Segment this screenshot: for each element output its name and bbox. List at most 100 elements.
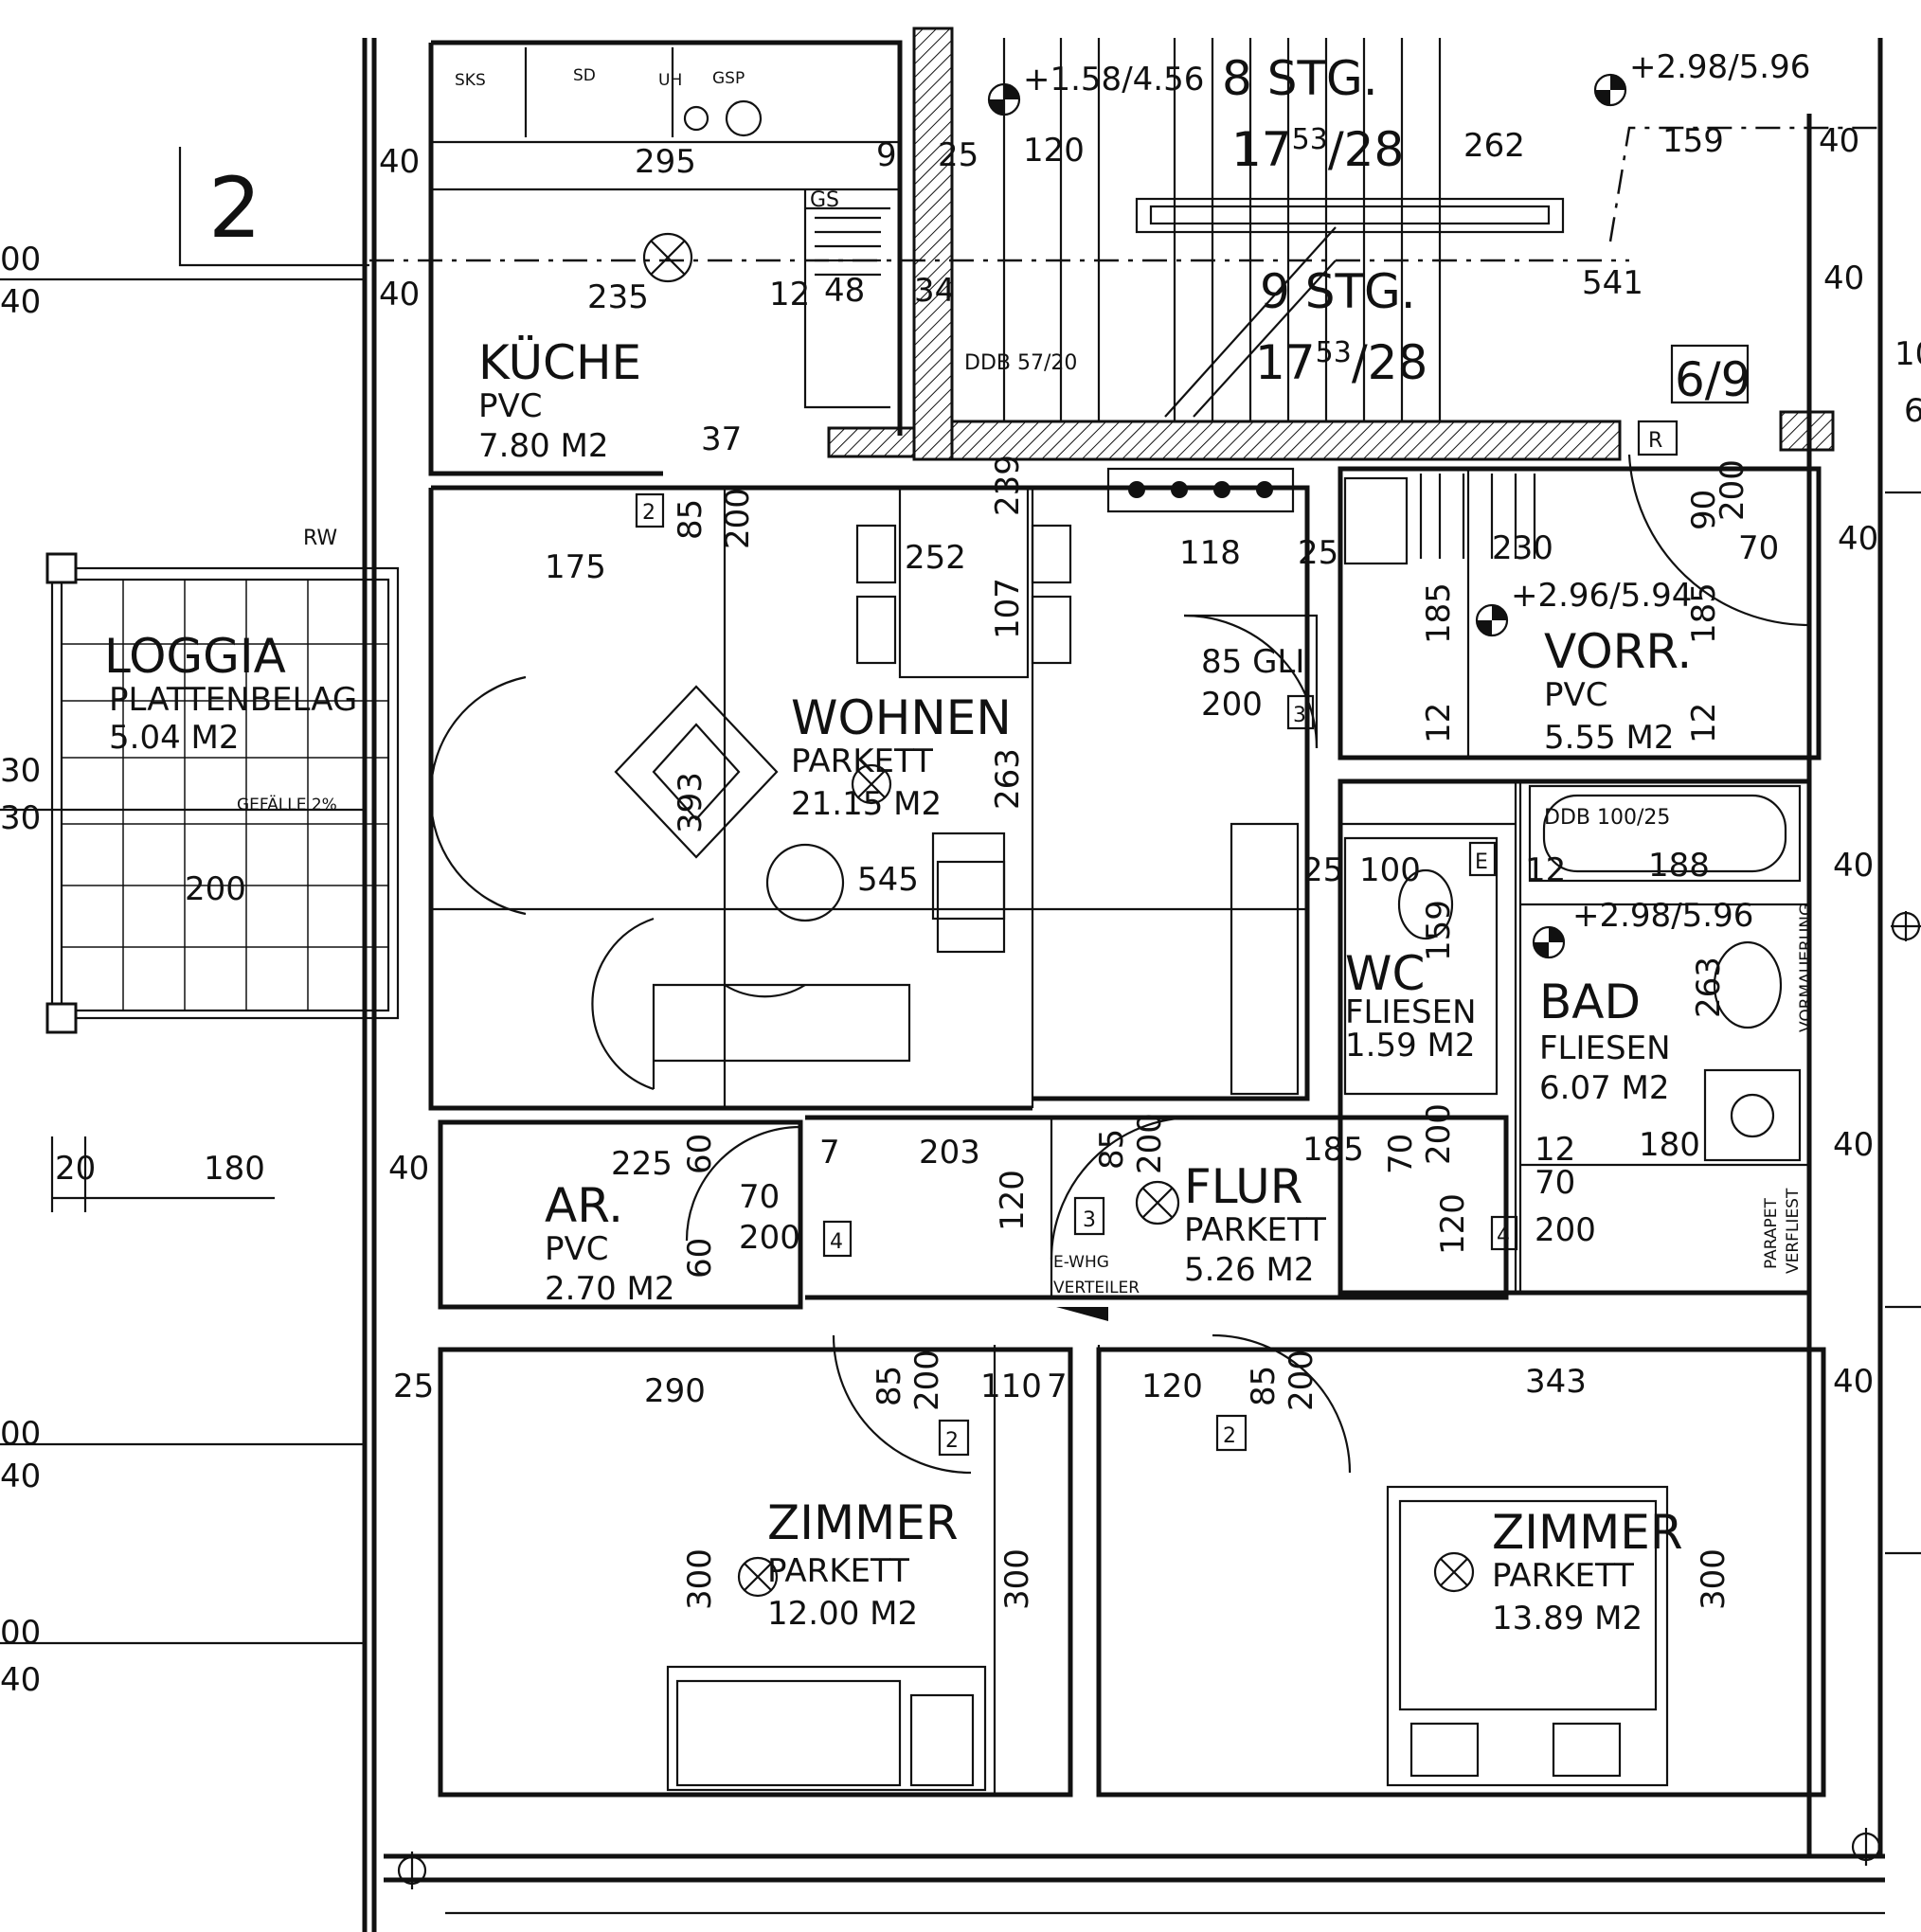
- ddb-bath: DDB 100/25: [1544, 806, 1670, 830]
- stair-lower-label: 9 STG.: [1260, 264, 1416, 319]
- door-tag: 3: [1083, 1208, 1096, 1232]
- zimmer1-room: 2 ZIMMER PARKETT 12.00 M2 290 85 200 110…: [393, 1334, 1101, 1798]
- dim: 00: [0, 241, 41, 278]
- ddb-stair: DDB 57/20: [964, 351, 1077, 375]
- zimmer2-name: ZIMMER: [1492, 1505, 1683, 1560]
- ar-floor: PVC: [545, 1230, 609, 1268]
- grid-axis-2: 2: [178, 147, 1629, 267]
- dim: 120: [1434, 1193, 1472, 1255]
- dim: 203: [919, 1134, 980, 1172]
- dim: 85: [672, 499, 709, 540]
- dim: 9: [876, 136, 897, 174]
- dim: 40: [379, 143, 420, 181]
- dim: 343: [1525, 1363, 1587, 1401]
- dim: 12: [1685, 703, 1723, 743]
- stair-upper-rise: 1753/28: [1231, 122, 1404, 177]
- kitchen-tag-sks: SKS: [455, 71, 486, 90]
- stair-upper-label: 8 STG.: [1222, 51, 1378, 106]
- dim: 25: [1302, 851, 1343, 889]
- kueche-area: 7.80 M2: [478, 427, 608, 465]
- dim: 200: [1420, 1103, 1458, 1165]
- outer-walls: [0, 38, 1921, 1932]
- dim: 159: [1420, 900, 1458, 961]
- dim: 7: [1047, 1368, 1068, 1405]
- level-vorr: +2.96/5.94: [1511, 577, 1692, 615]
- dim: 263: [989, 748, 1027, 810]
- dim: 60: [681, 1134, 719, 1174]
- parapet-label: PARAPET: [1762, 1197, 1781, 1269]
- dim: 70: [1738, 529, 1779, 567]
- dim: 40: [379, 276, 420, 313]
- wc-area: 1.59 M2: [1345, 1027, 1475, 1064]
- dim: 20: [55, 1150, 96, 1188]
- dim: 25: [393, 1368, 434, 1405]
- dim: 118: [1179, 534, 1241, 572]
- dim: 12: [1420, 703, 1458, 743]
- dim: 200: [1535, 1211, 1596, 1249]
- dim: 180: [1639, 1126, 1700, 1164]
- loggia-slope: GEFÄLLE 2%: [237, 795, 337, 814]
- door-tag: 4: [1497, 1225, 1510, 1248]
- level-bad: +2.98/5.96: [1572, 897, 1753, 935]
- dim: 40: [0, 1661, 41, 1699]
- stair-area: +1.58/4.56 +2.98/5.96 8 STG. 1753/28 9 S…: [964, 38, 1885, 421]
- dim: 393: [672, 772, 709, 833]
- vorr-area: 5.55 M2: [1544, 719, 1674, 757]
- dim: 300: [681, 1548, 719, 1610]
- r-box: R: [1648, 429, 1662, 453]
- dim: 30: [0, 799, 41, 837]
- dim: 7: [819, 1134, 840, 1172]
- dim: 200: [908, 1350, 946, 1411]
- dim: 252: [905, 539, 966, 577]
- e-box: E: [1475, 850, 1488, 874]
- dim: 295: [635, 143, 696, 181]
- dim: 180: [204, 1150, 265, 1188]
- dim: 200: [1131, 1113, 1169, 1174]
- door-tag: 2: [945, 1429, 959, 1453]
- dim: 200: [739, 1219, 800, 1257]
- dim: 40: [1823, 259, 1864, 297]
- dim: 40: [0, 283, 41, 321]
- dim: 200: [185, 870, 246, 908]
- dim: 25: [1298, 534, 1338, 572]
- dim: 40: [1833, 847, 1874, 885]
- dim: 263: [1690, 957, 1728, 1018]
- vorr-floor: PVC: [1544, 676, 1608, 714]
- vorr-room: +2.96/5.94 VORR. PVC 5.55 M2 230 185 185…: [1183, 420, 1878, 760]
- dim: 100: [1359, 851, 1421, 889]
- gs-label: GS: [810, 188, 839, 212]
- dim: 545: [857, 861, 919, 899]
- wc-name: WC: [1345, 946, 1425, 1001]
- gli-label: 85 GLI: [1201, 643, 1304, 681]
- dim: 12: [769, 276, 810, 313]
- bad-floor: FLIESEN: [1539, 1029, 1671, 1067]
- dim: 120: [1141, 1368, 1203, 1405]
- flur-floor: PARKETT: [1184, 1211, 1326, 1249]
- right-edge-dims: 10 6: [397, 335, 1921, 1889]
- dim: 60: [681, 1238, 719, 1279]
- dim: 185: [1685, 582, 1723, 644]
- dim: 40: [1833, 1126, 1874, 1164]
- dim: 85: [1093, 1129, 1131, 1170]
- dim: 200: [1283, 1350, 1320, 1411]
- dim: 12: [1535, 1131, 1575, 1169]
- dim: 6: [1904, 392, 1921, 430]
- dim: 239: [989, 455, 1027, 516]
- dim: 120: [1023, 132, 1085, 170]
- door-tag: 2: [1223, 1424, 1236, 1448]
- loggia-room: LOGGIA PLATTENBELAG 5.04 M2 GEFÄLLE 2% 2…: [0, 241, 429, 1699]
- dim: 85: [1245, 1366, 1283, 1406]
- zimmer1-area: 12.00 M2: [767, 1595, 918, 1633]
- dim: 10: [1894, 335, 1921, 373]
- dim: 70: [1382, 1134, 1420, 1174]
- dim: 85: [871, 1366, 908, 1406]
- dim: 00: [0, 1614, 41, 1652]
- dim: 175: [545, 548, 606, 586]
- ar-area: 2.70 M2: [545, 1270, 674, 1308]
- dim: 185: [1420, 582, 1458, 644]
- door-tag: 2: [642, 501, 655, 525]
- dim: 185: [1302, 1131, 1364, 1169]
- dim: 225: [611, 1145, 673, 1183]
- vorr-name: VORR.: [1544, 624, 1692, 679]
